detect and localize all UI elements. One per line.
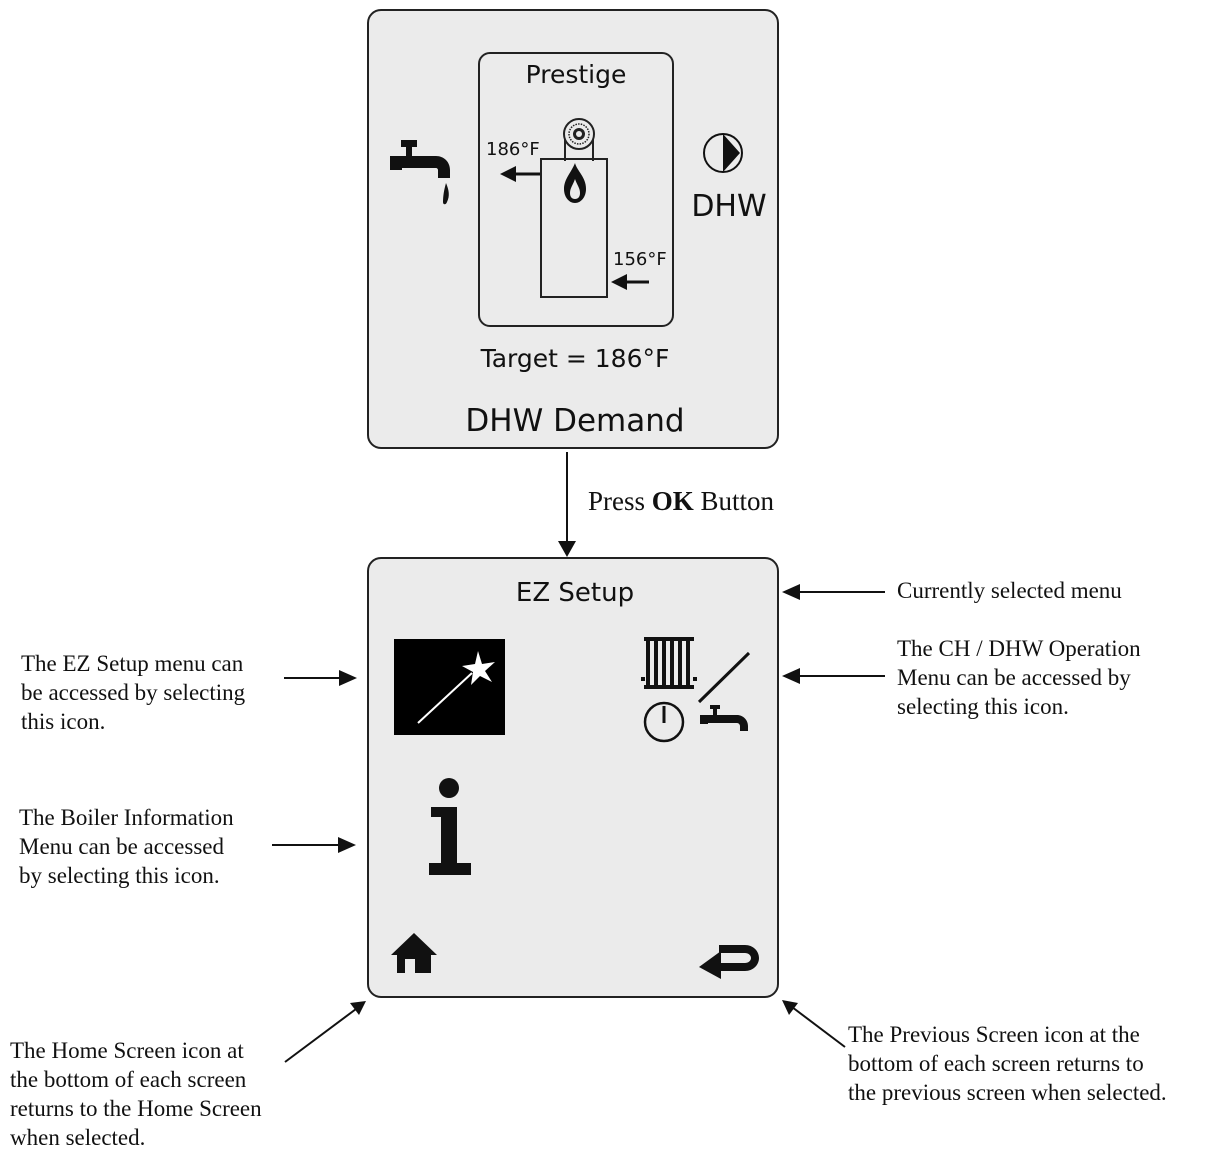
home-arrow	[284, 1008, 357, 1063]
menu-title: EZ Setup	[515, 578, 635, 608]
inlet-arrow-icon	[611, 274, 649, 290]
annotation-line: the previous screen when selected.	[848, 1080, 1167, 1105]
annotation-ez-setup: The EZ Setup menu can be accessed by sel…	[21, 649, 245, 736]
magic-wand-icon[interactable]	[394, 639, 505, 735]
back-icon[interactable]	[697, 933, 761, 979]
status-label: DHW Demand	[465, 403, 685, 439]
button-text: Button	[693, 486, 775, 516]
annotation-ch-dhw: The CH / DHW Operation Menu can be acces…	[897, 634, 1141, 721]
annotation-line: be accessed by selecting	[21, 680, 246, 705]
boiler-frame	[478, 52, 674, 327]
annotation-line: returns to the Home Screen	[10, 1096, 262, 1121]
info-icon[interactable]	[425, 777, 475, 877]
outlet-temperature: 186°F	[486, 139, 540, 160]
pump-icon	[703, 133, 743, 173]
press-ok-instruction: Press OK Button	[588, 486, 774, 517]
annotation-boiler-info: The Boiler Information Menu can be acces…	[19, 803, 234, 890]
annotation-line: the bottom of each screen	[10, 1067, 247, 1092]
annotation-line: The EZ Setup menu can	[21, 651, 244, 676]
faucet-icon	[390, 140, 450, 205]
annotation-line: when selected.	[10, 1125, 146, 1150]
previous-arrow	[791, 1006, 846, 1048]
mode-label: DHW	[691, 189, 767, 224]
annotation-line: Menu can be accessed by	[897, 665, 1131, 690]
flame-icon	[564, 163, 586, 203]
menu-screen-display: EZ Setup	[367, 557, 779, 998]
annotation-line: by selecting this icon.	[19, 863, 220, 888]
outlet-arrow-icon	[500, 166, 540, 182]
brand-label: Prestige	[525, 60, 627, 89]
annotation-line: The CH / DHW Operation	[897, 636, 1141, 661]
annotation-line: The Boiler Information	[19, 805, 234, 830]
annotation-home: The Home Screen icon at the bottom of ea…	[10, 1036, 262, 1152]
ch-dhw-operation-icon[interactable]	[641, 635, 756, 745]
inlet-temperature: 156°F	[613, 249, 667, 270]
annotation-previous: The Previous Screen icon at the bottom o…	[848, 1020, 1167, 1107]
press-text: Press	[588, 486, 652, 516]
annotation-line: The Home Screen icon at	[10, 1038, 244, 1063]
annotation-line: this icon.	[21, 709, 106, 734]
burner-fan-icon	[563, 118, 595, 161]
home-icon[interactable]	[389, 931, 439, 975]
home-screen-display: Prestige 186°F 156°F DHW Targ	[367, 9, 779, 449]
annotation-line: Menu can be accessed	[19, 834, 224, 859]
annotation-line: selecting this icon.	[897, 694, 1069, 719]
annotation-line: bottom of each screen returns to	[848, 1051, 1144, 1076]
ok-key: OK	[651, 486, 694, 516]
annotation-currently-selected: Currently selected menu	[897, 578, 1122, 603]
target-temperature: Target = 186°F	[480, 344, 670, 373]
annotation-line: The Previous Screen icon at the	[848, 1022, 1140, 1047]
